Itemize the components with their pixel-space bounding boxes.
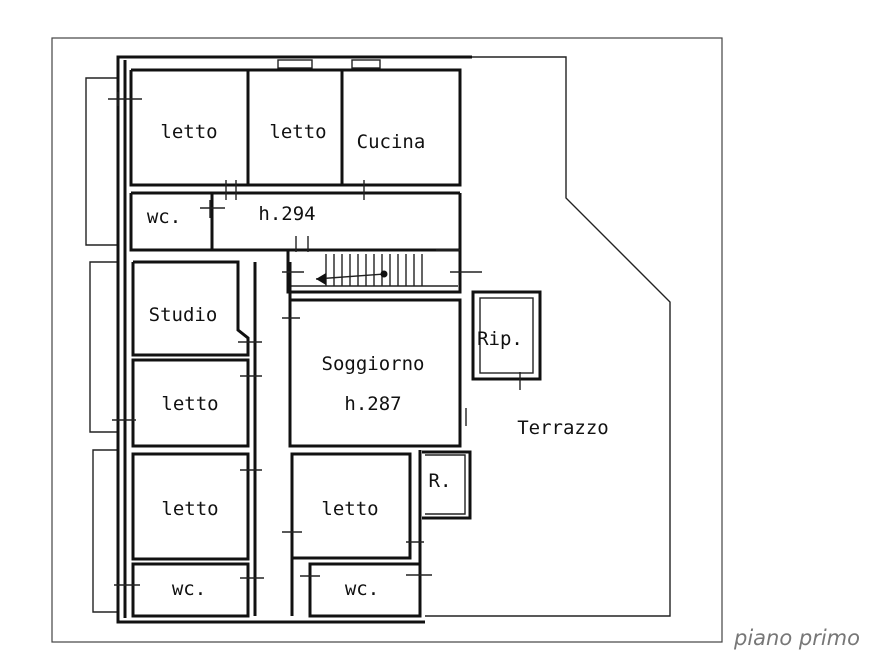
room-label-letto-1: letto: [160, 121, 217, 143]
room-label-rip: Rip.: [477, 328, 523, 350]
room-label-wc-3: wc.: [345, 578, 379, 600]
top-windows: [277, 59, 381, 69]
stair-direction-line: [315, 273, 385, 280]
room-label-corridor-height: h.294: [258, 203, 315, 225]
drawing-frame: [51, 37, 723, 643]
stair-direction-arrow: [316, 273, 326, 285]
left-balconies: [85, 77, 118, 613]
door-ticks: [108, 92, 521, 586]
room-label-wc-1: wc.: [147, 206, 181, 228]
top-row-walls: [129, 68, 462, 195]
left-column-walls: [131, 260, 257, 618]
room-label-terrazzo: Terrazzo: [517, 417, 609, 439]
staircase: [286, 248, 462, 294]
room-label-letto-4: letto: [161, 498, 218, 520]
room-label-r: R.: [429, 470, 452, 492]
living-room-walls: [288, 262, 462, 448]
room-label-wc-2: wc.: [172, 578, 206, 600]
terrace-outline: [425, 56, 671, 617]
room-label-studio: Studio: [149, 304, 218, 326]
lower-middle-walls: [290, 450, 472, 618]
storage-walls: [471, 290, 542, 381]
room-label-letto-3: letto: [161, 393, 218, 415]
room-label-cucina: Cucina: [357, 131, 426, 153]
stair-direction-dot: [380, 270, 388, 278]
floor-caption: piano primo: [734, 626, 860, 650]
exterior-walls: [116, 55, 472, 624]
room-label-soggiorno-height: h.287: [344, 393, 401, 415]
room-label-letto-2: letto: [269, 121, 326, 143]
room-label-letto-5: letto: [321, 498, 378, 520]
room-label-soggiorno: Soggiorno: [322, 353, 425, 375]
